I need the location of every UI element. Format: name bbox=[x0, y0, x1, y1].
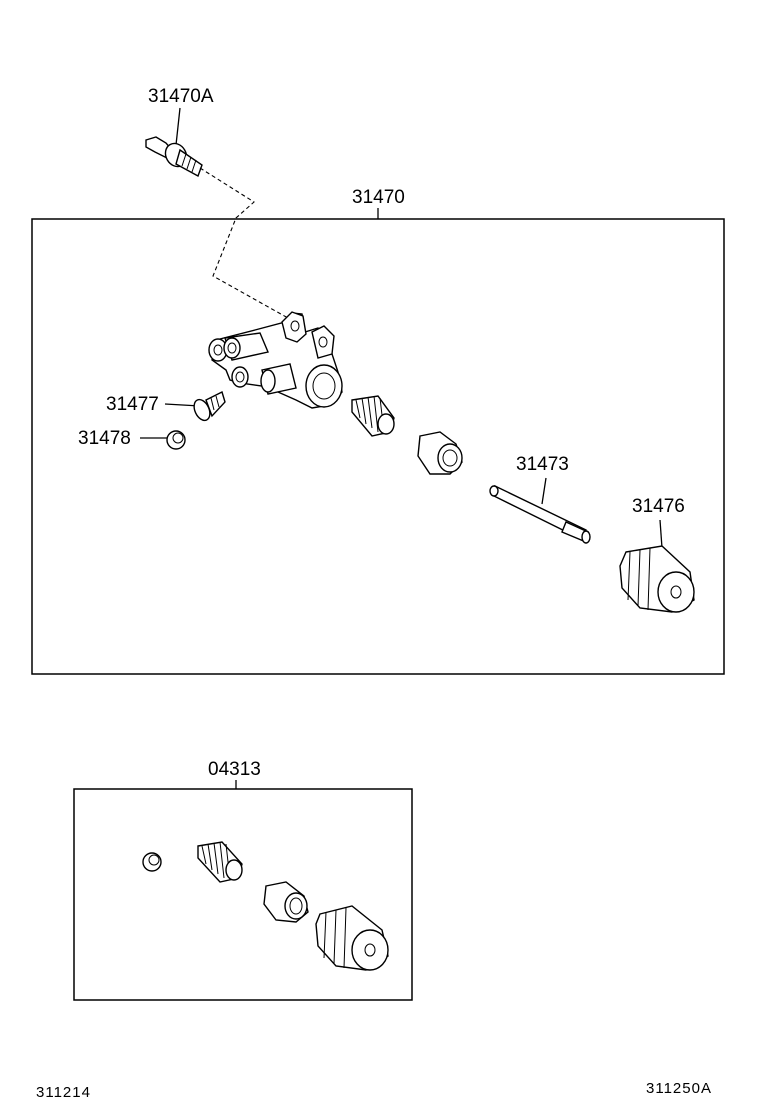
label-04313: 04313 bbox=[208, 759, 261, 780]
label-31476: 31476 bbox=[632, 496, 685, 517]
diagram-code-left: 311214 bbox=[36, 1084, 91, 1101]
cap-part bbox=[166, 430, 186, 450]
repair-kit-box bbox=[73, 788, 413, 1001]
label-31470: 31470 bbox=[352, 187, 405, 208]
leader-31473 bbox=[541, 477, 547, 505]
diagram-code-right: 311250A bbox=[646, 1080, 712, 1097]
boot-part bbox=[619, 545, 695, 613]
bleeder-plug-part bbox=[193, 391, 226, 422]
leader-31470a bbox=[175, 107, 181, 146]
bleeder-plug-top-part bbox=[145, 136, 203, 178]
label-31470a: 31470A bbox=[148, 86, 214, 107]
cylinder-assy-box bbox=[31, 218, 725, 675]
kit-spring-part bbox=[197, 841, 243, 883]
spring-part bbox=[351, 395, 395, 437]
clutch-release-cylinder-body bbox=[208, 311, 343, 409]
kit-piston-part bbox=[263, 881, 309, 923]
piston-part bbox=[417, 431, 463, 475]
kit-boot-part bbox=[315, 905, 389, 971]
label-31473: 31473 bbox=[516, 454, 569, 475]
leader-31476 bbox=[659, 519, 663, 549]
label-31477: 31477 bbox=[106, 394, 159, 415]
label-31478: 31478 bbox=[78, 428, 131, 449]
push-rod-part bbox=[489, 484, 591, 544]
kit-cap-part bbox=[142, 852, 162, 872]
dashed-assembly-line bbox=[199, 167, 289, 319]
